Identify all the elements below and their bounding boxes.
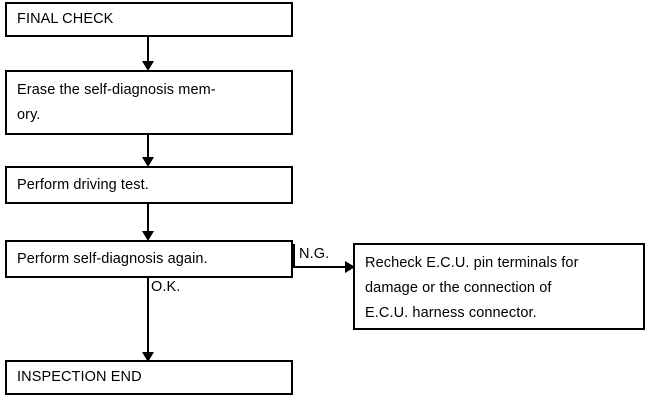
edge-erase-memory-to-driving-test bbox=[147, 135, 149, 159]
edge-label-ok: O.K. bbox=[151, 279, 181, 295]
edge-label-ng: N.G. bbox=[299, 246, 330, 262]
arrowhead-down-icon bbox=[142, 157, 154, 167]
arrowhead-down-icon bbox=[142, 231, 154, 241]
edge-driving-test-to-self-diagnosis bbox=[147, 204, 149, 234]
edge-final-check-to-erase-memory bbox=[147, 37, 149, 63]
flow-node-recheck-ecu: Recheck E.C.U. pin terminals for damage … bbox=[353, 243, 645, 330]
flow-node-erase-memory: Erase the self-diagnosis mem- ory. bbox=[5, 70, 293, 135]
edge-self-diagnosis-to-recheck-ecu bbox=[293, 266, 349, 268]
arrowhead-right-icon bbox=[345, 261, 355, 273]
flow-node-self-diagnosis-again: Perform self-diagnosis again. bbox=[5, 240, 293, 278]
flow-node-driving-test: Perform driving test. bbox=[5, 166, 293, 204]
arrowhead-down-icon bbox=[142, 352, 154, 362]
edge-ng-riser bbox=[293, 244, 295, 268]
arrowhead-down-icon bbox=[142, 61, 154, 71]
flow-node-inspection-end: INSPECTION END bbox=[5, 360, 293, 395]
flow-node-final-check: FINAL CHECK bbox=[5, 2, 293, 37]
edge-self-diagnosis-to-inspection-end bbox=[147, 278, 149, 358]
